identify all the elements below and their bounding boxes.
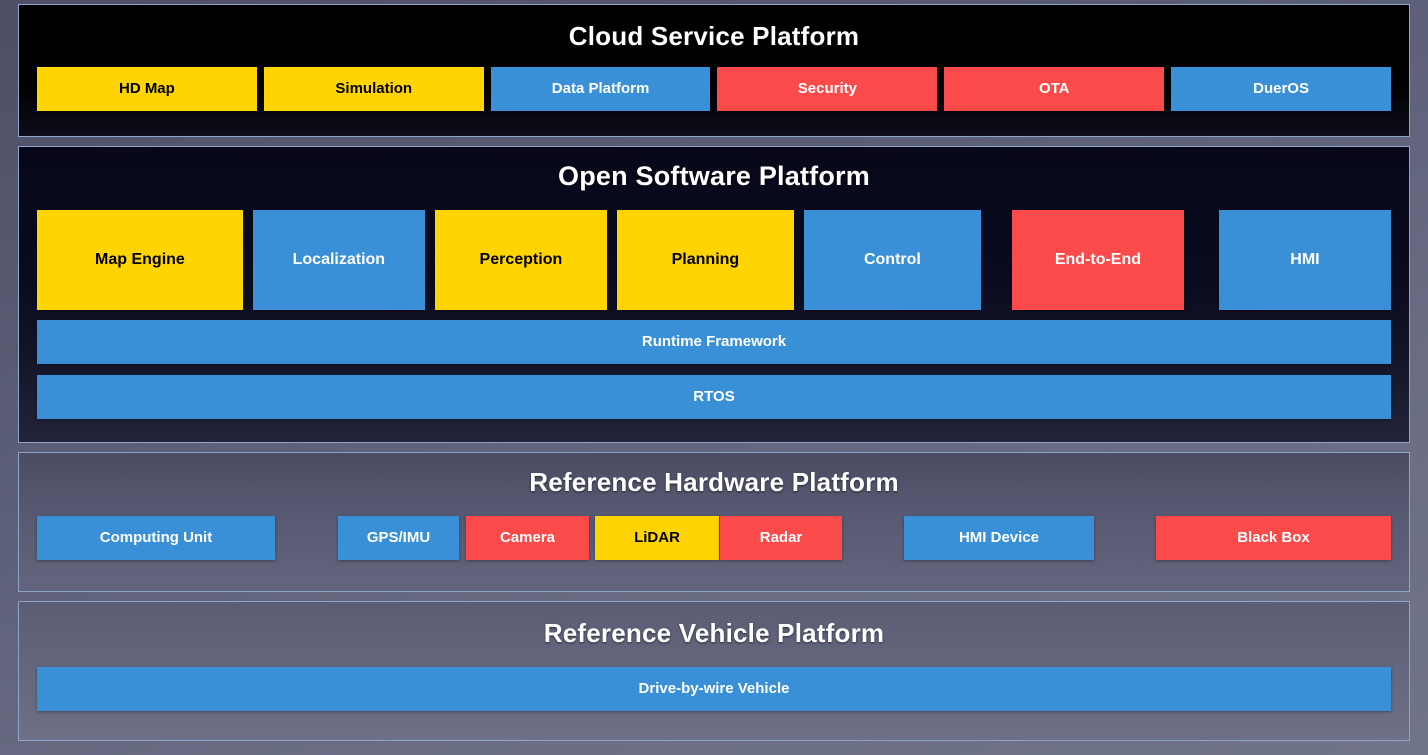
block-ota[interactable]: OTA [944,67,1165,111]
block-end-to-end[interactable]: End-to-End [1011,210,1184,310]
layer-title-vehicle: Reference Vehicle Platform [543,618,885,648]
block-perception[interactable]: Perception [434,210,607,310]
block-simulation[interactable]: Simulation [263,67,484,111]
block-control[interactable]: Control [803,210,981,310]
block-gps-imu[interactable]: GPS/IMU [338,516,459,560]
layer-title-software: Open Software Platform [558,161,870,191]
block-black-box[interactable]: Black Box [1156,516,1391,560]
block-lidar[interactable]: LiDAR [595,516,719,560]
block-data-platform[interactable]: Data Platform [490,67,711,111]
block-map-engine[interactable]: Map Engine [37,210,243,310]
vehicle-components-row: Drive-by-wire Vehicle [19,667,1409,711]
block-drive-by-wire-vehicle[interactable]: Drive-by-wire Vehicle [37,667,1391,711]
block-rtos[interactable]: RTOS [37,375,1391,419]
layer-title-cloud: Cloud Service Platform [568,21,860,51]
layer-reference-hardware-platform: Reference Hardware Platform Computing Un… [18,452,1410,592]
block-localization[interactable]: Localization [252,210,425,310]
block-hmi[interactable]: HMI [1218,210,1391,310]
block-camera[interactable]: Camera [466,516,589,560]
layer-reference-vehicle-platform: Reference Vehicle Platform Drive-by-wire… [18,601,1410,741]
block-hmi-device[interactable]: HMI Device [904,516,1094,560]
block-dueros[interactable]: DuerOS [1171,67,1391,111]
layer-title-hardware: Reference Hardware Platform [529,467,899,497]
block-security[interactable]: Security [717,67,938,111]
block-planning[interactable]: Planning [616,210,794,310]
block-computing-unit[interactable]: Computing Unit [37,516,275,560]
block-hd-map[interactable]: HD Map [37,67,257,111]
block-radar[interactable]: Radar [720,516,842,560]
block-runtime-framework[interactable]: Runtime Framework [37,320,1391,364]
